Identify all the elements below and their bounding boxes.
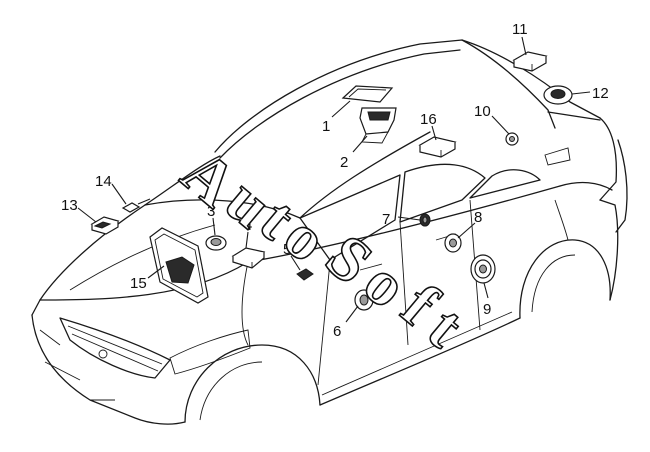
dash-speaker-part [205,235,227,251]
callout-6: 6 [333,323,341,340]
front-module-box-part [90,216,120,235]
overhead-console-part [341,85,394,103]
car-body [31,39,628,425]
callout-8: 8 [474,209,482,226]
callout-13: 13 [61,197,78,214]
leader-lines [77,36,591,323]
callout-10: 10 [474,103,491,120]
antenna-part [121,198,151,213]
callout-4: 4 [244,217,252,234]
callout-2: 2 [340,154,348,171]
callout-3: 3 [207,203,215,220]
callout-5: 5 [283,241,291,258]
woofer-part [470,254,496,284]
pillar-tweeter-part [505,132,519,146]
callout-14: 14 [95,173,112,190]
callout-11: 11 [512,21,528,38]
amplifier-box-part [231,247,266,269]
door-tweeter-part [419,213,431,227]
connector-part [296,268,314,281]
rear-module-box-part [512,51,548,72]
callout-15: 15 [130,275,147,292]
callout-1: 1 [322,118,330,135]
roof-module-box-part [418,136,457,158]
callout-7: 7 [382,211,390,228]
front-door-speaker-part [354,289,374,311]
callout-16: 16 [420,111,437,128]
callout-12: 12 [592,85,609,102]
rear-door-speaker-part [444,233,462,253]
rear-shelf-speaker-part [543,85,573,105]
head-unit-part [149,227,209,304]
callout-9: 9 [483,301,491,318]
map-lamp-part [359,107,397,144]
callout-labels: 1 2 3 4 5 6 7 8 9 10 11 12 13 14 15 16 [61,21,609,340]
